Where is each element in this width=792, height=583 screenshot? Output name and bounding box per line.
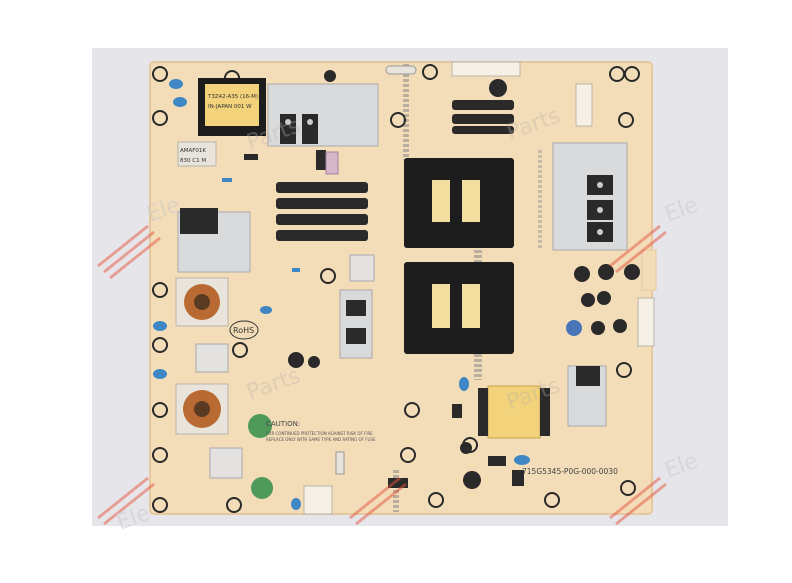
x-capacitor-1 [195, 343, 229, 373]
rohs-text: RoHS [233, 326, 254, 335]
caution-line-2: REPLACE ONLY WITH SAME TYPE AND RATING O… [266, 437, 376, 442]
heatsink-bottom [567, 365, 607, 427]
watermark-stripes-left [97, 224, 667, 526]
caution-line-1: FOR CONTINUED PROTECTION AGAINST RISK OF… [266, 431, 373, 436]
heatsink-left [177, 208, 251, 273]
misc-components [222, 65, 417, 488]
pfc-inductor [478, 385, 550, 439]
transformer-label-1: T3Z42-A35 (16-M) [207, 94, 258, 100]
main-transformer-top [404, 158, 514, 248]
common-mode-choke-2 [175, 383, 229, 435]
common-mode-choke-1 [175, 277, 229, 327]
electrolytic-capacitors [288, 70, 640, 489]
small-ics [244, 150, 524, 486]
standby-transformer: T3Z42-A35 (16-M) IN-JAPAN 001 W [198, 78, 266, 136]
capacitor-bank-top [452, 100, 514, 134]
rohs-mark: RoHS [229, 320, 259, 340]
capacitor-bank-center [276, 182, 368, 241]
caution-title: CAUTION: [266, 420, 300, 428]
connectors [303, 61, 655, 515]
heatsink-top [267, 83, 379, 147]
ceramic-capacitors [153, 79, 530, 510]
model-number: 715G5345-P0G-000-0030 [522, 467, 618, 476]
chip-label-2: 830 C1 M [180, 158, 206, 164]
transformer-label-2: IN-JAPAN 001 W [208, 104, 252, 110]
heatsink-right [552, 142, 628, 251]
heatsink-center [339, 289, 373, 359]
caution-block: CAUTION: FOR CONTINUED PROTECTION AGAINS… [266, 420, 376, 442]
controller-chip: AMAF01K 830 C1 M [177, 141, 217, 167]
x-capacitor-3 [349, 254, 375, 282]
x-capacitor-2 [209, 447, 243, 479]
main-transformer-bottom [404, 262, 514, 354]
chip-label-1: AMAF01K [180, 148, 206, 154]
varistors [248, 414, 273, 499]
